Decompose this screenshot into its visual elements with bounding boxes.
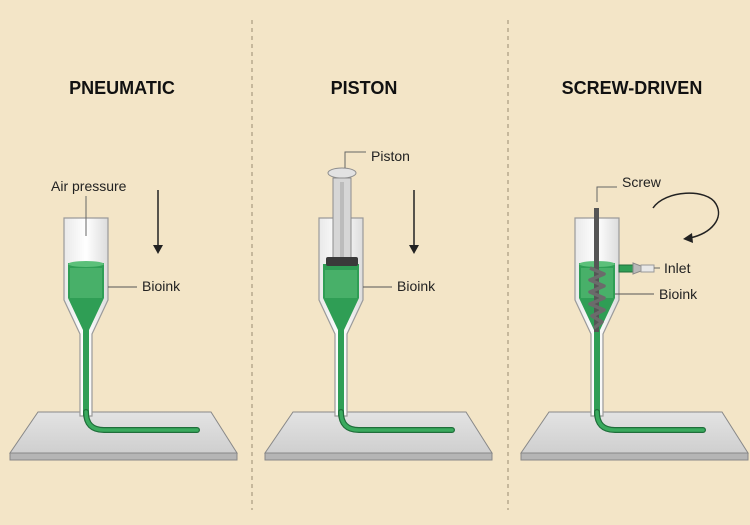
label-bioink: Bioink xyxy=(397,278,436,294)
cartridge xyxy=(63,217,109,417)
panel-screw-driven: SCREW-DRIVEN Inlet Screw xyxy=(520,78,749,461)
label-air-pressure: Air pressure xyxy=(51,178,127,194)
label-bioink: Bioink xyxy=(142,278,181,294)
panel-piston: PISTON Piston Bioink xyxy=(264,78,493,461)
build-plate xyxy=(264,411,493,461)
build-plate xyxy=(520,411,749,461)
screw-shaft xyxy=(588,208,606,332)
panel-title: SCREW-DRIVEN xyxy=(562,78,703,98)
label-piston: Piston xyxy=(371,148,410,164)
panel-pneumatic: PNEUMATIC Air pressure Bioink xyxy=(9,78,238,461)
label-inlet: Inlet xyxy=(664,260,691,276)
rotation-arrow-icon xyxy=(652,192,720,243)
cartridge xyxy=(318,217,364,417)
label-screw: Screw xyxy=(622,174,662,190)
down-arrow-icon xyxy=(153,190,163,254)
down-arrow-icon xyxy=(409,190,419,254)
bioink-reservoir xyxy=(323,264,359,416)
label-bioink: Bioink xyxy=(659,286,698,302)
bioink-reservoir xyxy=(68,263,104,416)
build-plate xyxy=(9,411,238,461)
inlet-port xyxy=(618,262,655,275)
panel-title: PISTON xyxy=(331,78,398,98)
bioink-reservoir xyxy=(579,263,615,416)
piston-plunger xyxy=(326,167,358,266)
panel-title: PNEUMATIC xyxy=(69,78,175,98)
